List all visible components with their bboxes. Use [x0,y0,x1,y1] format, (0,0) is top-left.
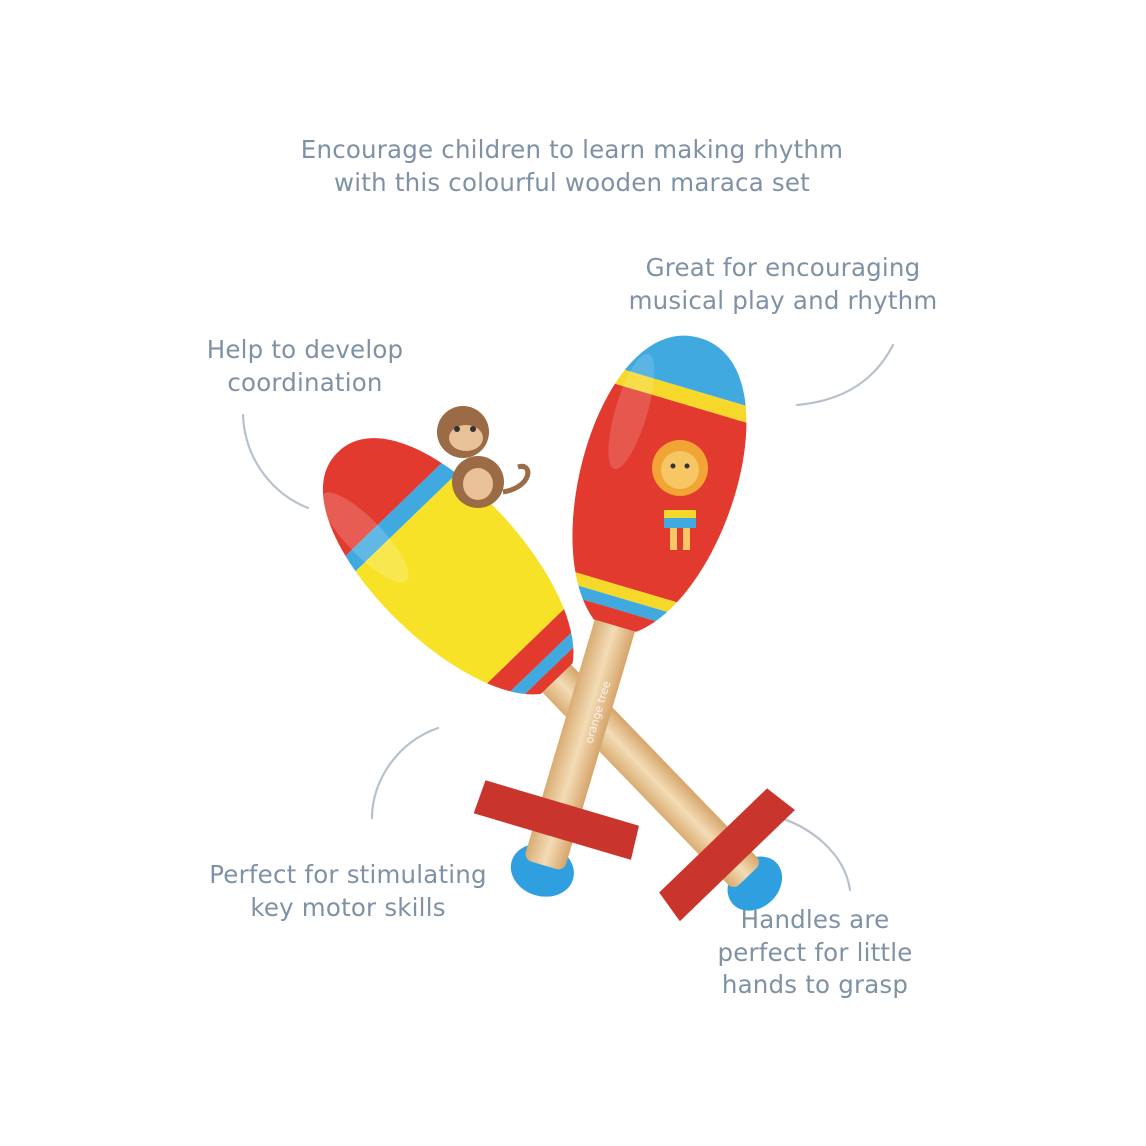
felt-grip [659,788,795,922]
callout-line-bottom-left [370,726,440,820]
callout-text: Help to develop [206,335,404,364]
callout-line-top-right [795,343,895,407]
callout-text: Great for encouraging [645,253,921,282]
callout-line-left [241,413,310,510]
callout-text: key motor skills [250,892,446,922]
lion-icon [652,440,708,550]
headline-line-1: Encourage children to learn making rhyth… [300,135,844,164]
callout-text: musical play and rhythm [628,285,938,315]
headline-line-2: with this colourful wooden maraca set [334,167,810,197]
callout-musical-play: Great for encouraging musical play and r… [629,252,938,317]
callout-text: perfect for little [717,937,913,967]
callout-text: hands to grasp [721,970,909,999]
callout-motor-skills: Perfect for stimulating key motor skills [209,859,487,924]
callout-text: coordination [227,367,383,397]
callout-text: Perfect for stimulating [209,860,487,889]
callout-handles: Handles are perfect for little hands to … [717,904,912,1002]
headline: Encourage children to learn making rhyth… [301,134,843,199]
monkey-icon [437,406,531,508]
felt-grip [473,780,639,860]
callout-text: Handles are [740,905,890,934]
callout-coordination: Help to develop coordination [207,334,404,399]
